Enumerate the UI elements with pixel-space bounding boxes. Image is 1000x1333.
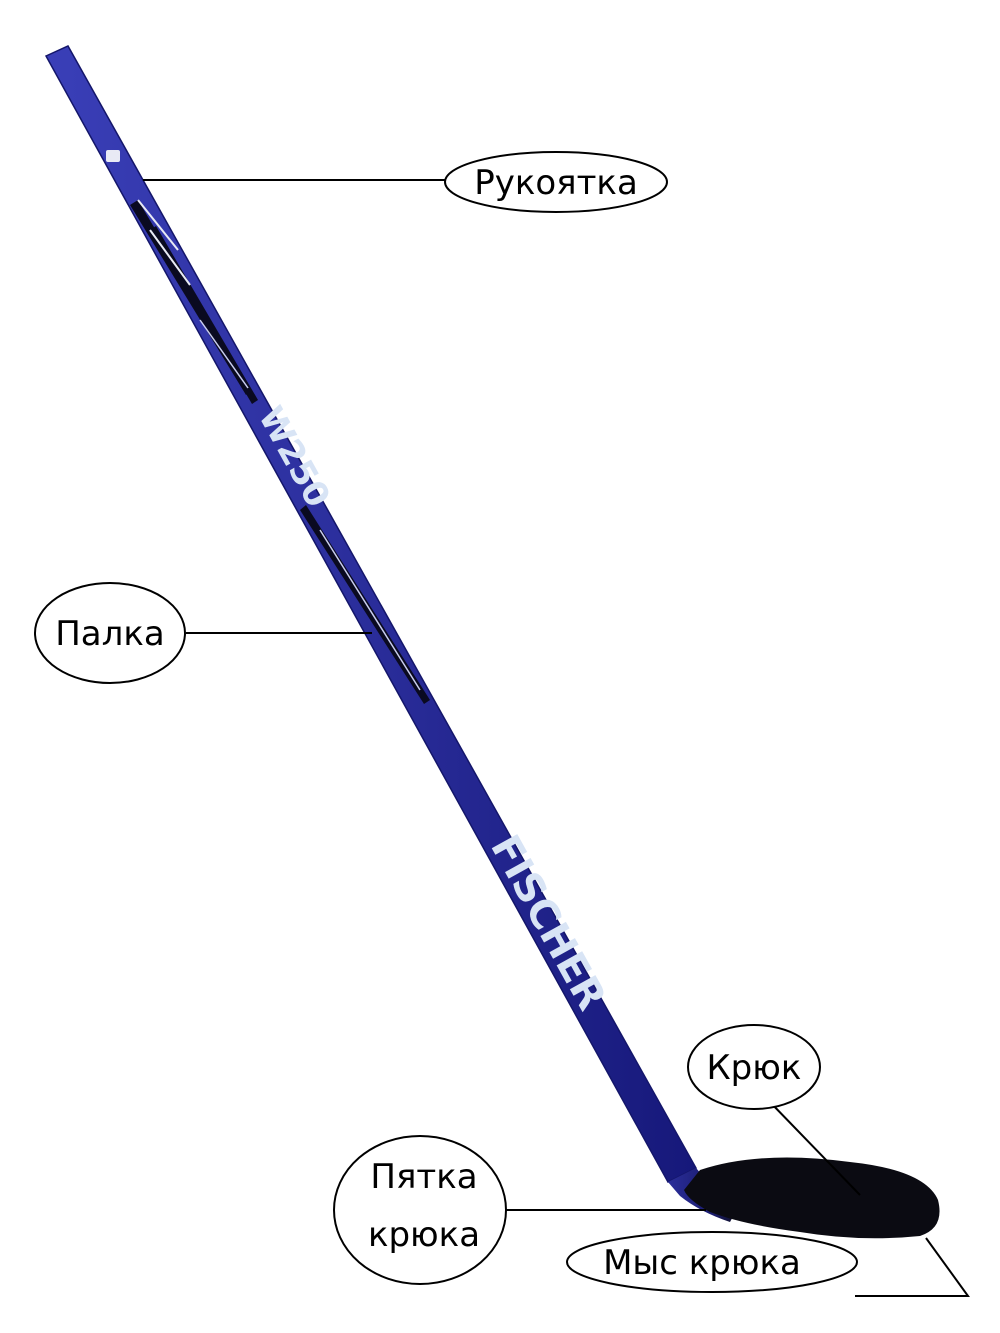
- label-toe-ellipse: [566, 1231, 858, 1293]
- shaft-stripe: [137, 199, 179, 251]
- shaft-stripe: [150, 226, 258, 404]
- label-shaft-ellipse: [34, 582, 186, 684]
- callout-line-blade: [767, 1099, 861, 1196]
- stick-brand-text: FISCHER: [481, 828, 614, 1018]
- label-handle-ellipse: [444, 151, 668, 213]
- shaft-stripe: [319, 529, 421, 691]
- label-blade-text: Крюк: [707, 1048, 802, 1088]
- label-heel-text-line1: Пятка: [370, 1157, 477, 1197]
- stick-blade: [684, 1157, 940, 1239]
- shaft-stripe: [149, 229, 191, 286]
- label-handle: Рукоятка: [444, 151, 668, 213]
- label-handle-text: Рукоятка: [474, 163, 638, 203]
- shaft-logo-icon: [106, 150, 120, 162]
- callout-line-toe: [855, 1237, 970, 1297]
- callout-lines: [143, 179, 970, 1297]
- label-shaft-text: Палка: [55, 614, 165, 654]
- label-shaft: Палка: [34, 582, 186, 684]
- label-blade-ellipse: [687, 1024, 821, 1110]
- label-toe: Мыс крюка: [566, 1231, 858, 1293]
- label-toe-text: Мыс крюка: [603, 1243, 801, 1283]
- shaft-stripe: [199, 319, 249, 389]
- label-heel-ellipse: [333, 1135, 507, 1285]
- label-heel: Пятка крюка: [333, 1135, 507, 1285]
- label-heel-text-line2: крюка: [368, 1215, 480, 1255]
- stick-model-text: W250: [250, 400, 338, 514]
- label-blade: Крюк: [687, 1024, 821, 1110]
